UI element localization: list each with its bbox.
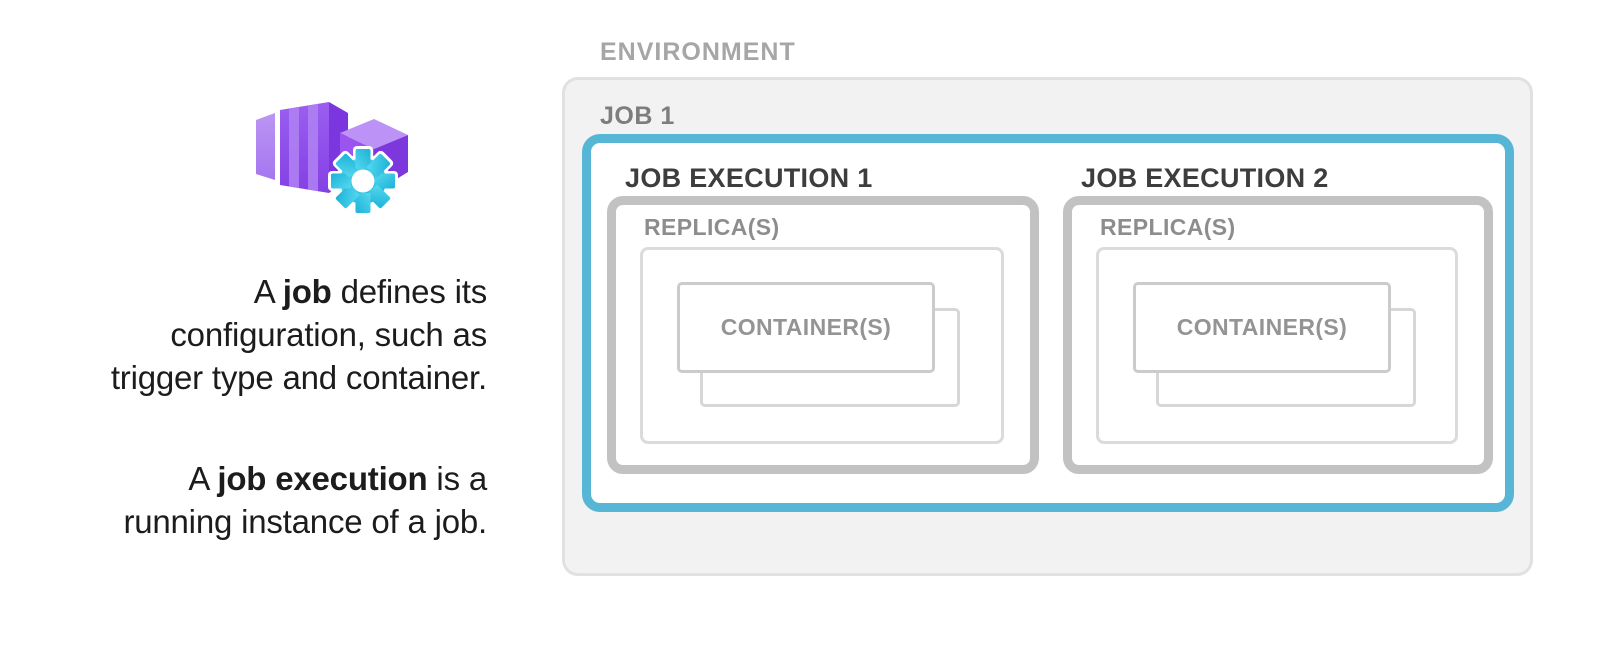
container-apps-jobs-icon (256, 102, 408, 216)
environment-box: JOB 1 JOB EXECUTION 1 REPLICA(S) CONTAIN… (562, 77, 1533, 576)
icon-cube-top (340, 119, 408, 149)
replica-box: CONTAINER(S) (1096, 247, 1458, 444)
job-box: JOB EXECUTION 1 REPLICA(S) CONTAINER(S) … (582, 134, 1514, 512)
job-execution-2-label: JOB EXECUTION 2 (1081, 163, 1329, 193)
job-execution-1-box: REPLICA(S) CONTAINER(S) (607, 196, 1039, 474)
container-box-front: CONTAINER(S) (1133, 282, 1391, 373)
job-execution-1-group: JOB EXECUTION 1 REPLICA(S) CONTAINER(S) (607, 160, 1039, 474)
icon-container-front (280, 102, 329, 193)
container-box-front: CONTAINER(S) (677, 282, 935, 373)
job-execution-2-group: JOB EXECUTION 2 REPLICA(S) CONTAINER(S) (1063, 160, 1493, 474)
replica-label: REPLICA(S) (644, 214, 780, 240)
environment-label: ENVIRONMENT (600, 38, 796, 66)
gear-icon (328, 146, 398, 216)
icon-left-flap (256, 113, 275, 180)
job-label: JOB 1 (600, 102, 675, 130)
job-execution-1-label: JOB EXECUTION 1 (625, 163, 873, 193)
replica-box: CONTAINER(S) (640, 247, 1004, 444)
job-execution-2-box: REPLICA(S) CONTAINER(S) (1063, 196, 1493, 474)
replica-label: REPLICA(S) (1100, 214, 1236, 240)
container-label: CONTAINER(S) (1176, 314, 1348, 340)
container-label: CONTAINER(S) (720, 314, 892, 340)
